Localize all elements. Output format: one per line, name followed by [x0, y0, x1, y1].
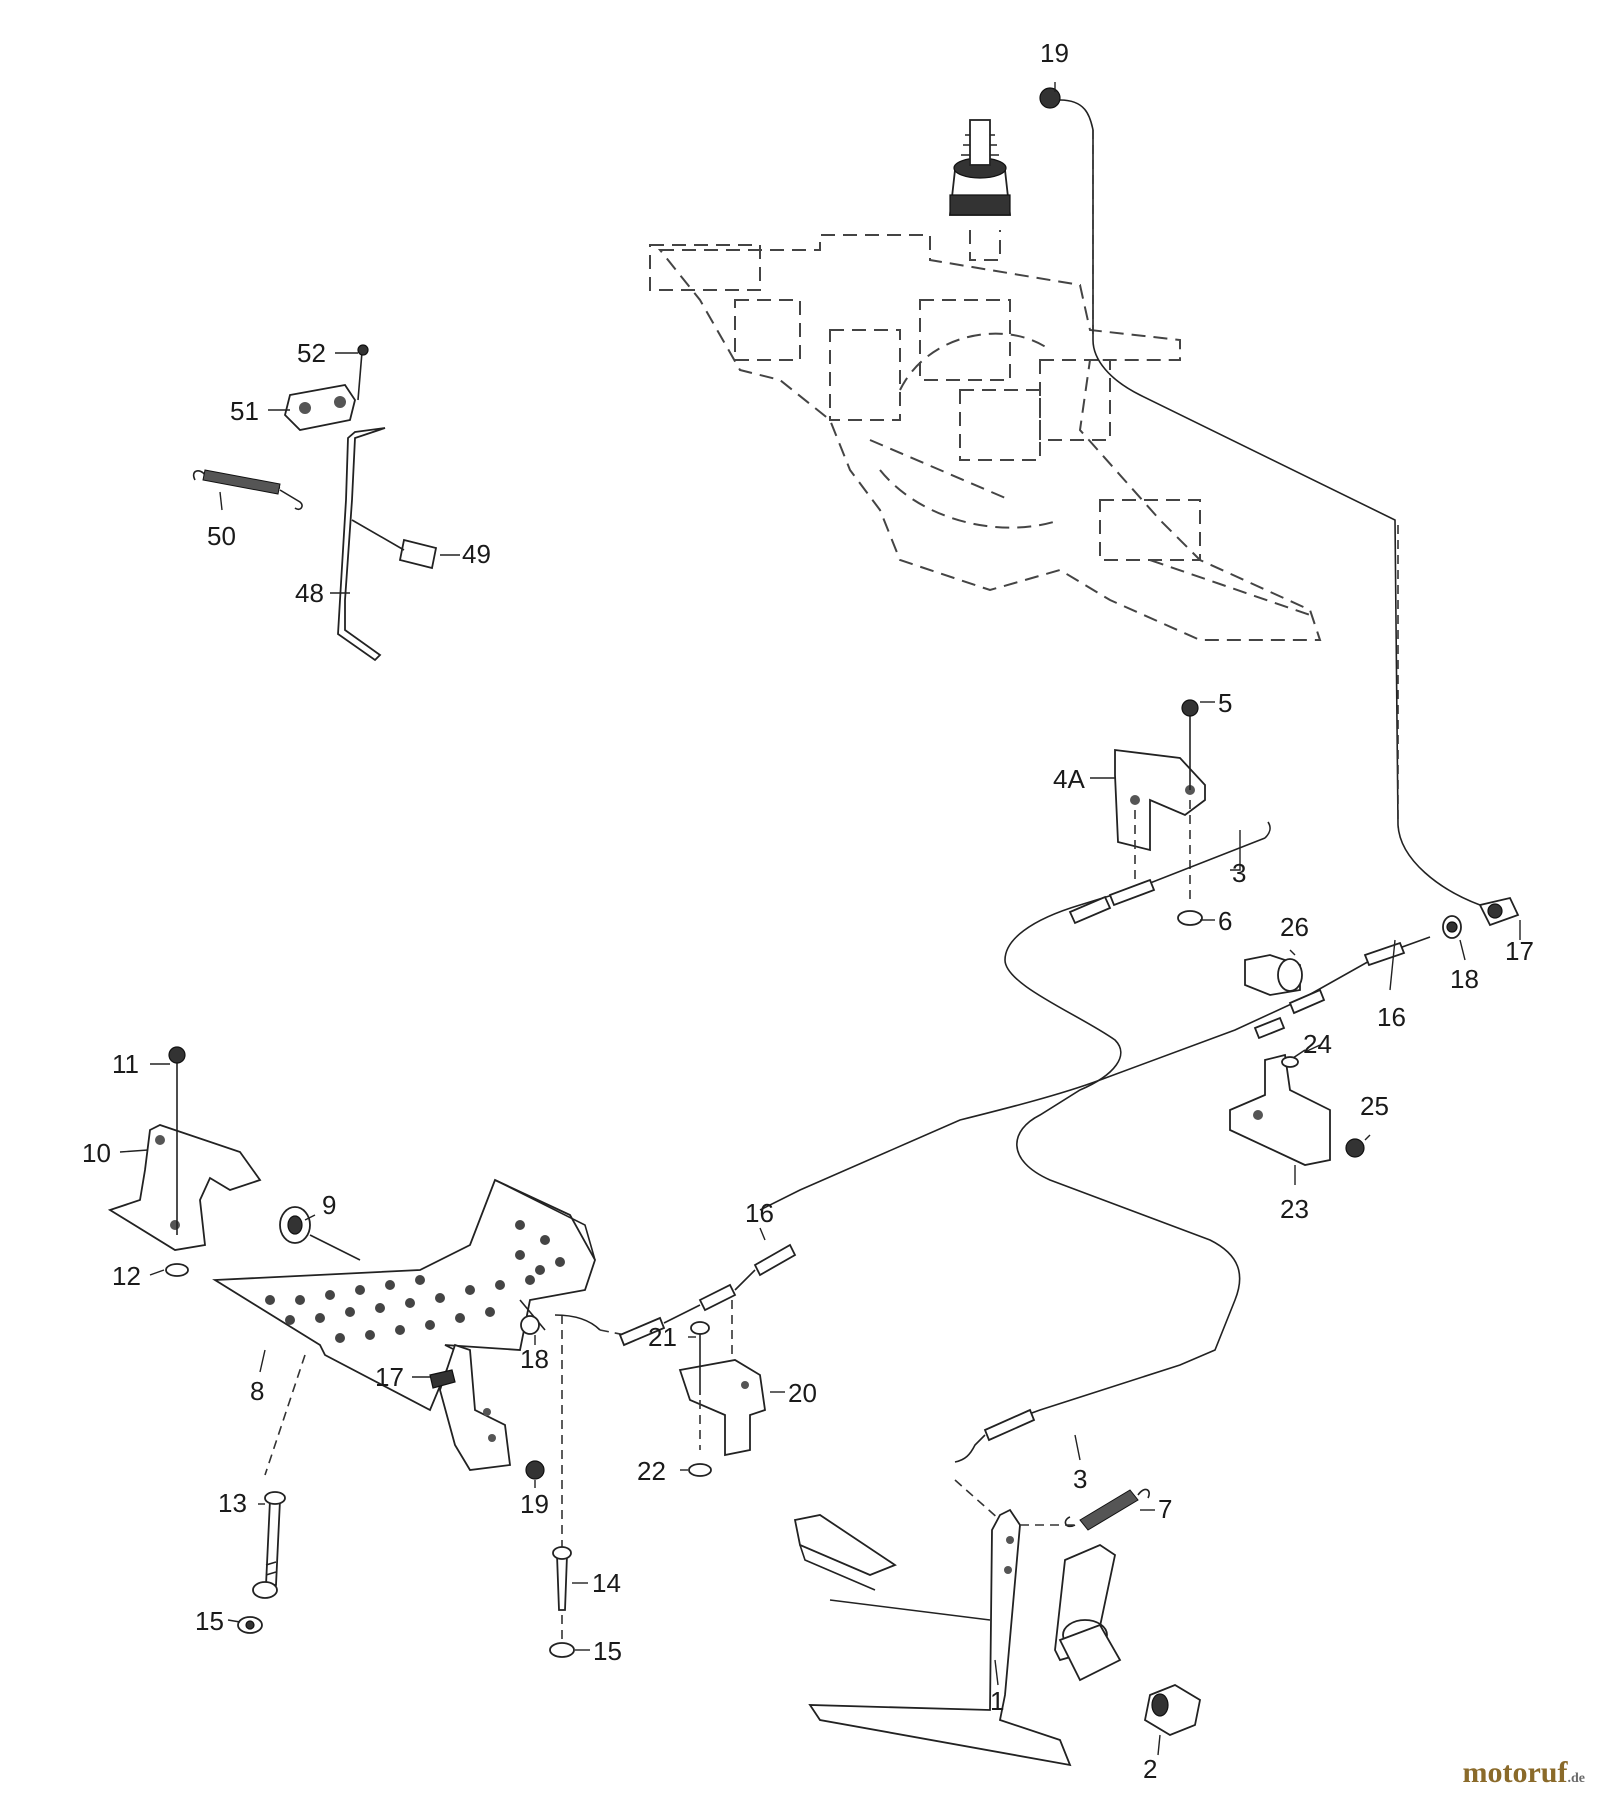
- label-21: 21: [648, 1322, 677, 1352]
- label-19-top: 19: [1040, 38, 1069, 68]
- label-51: 51: [230, 396, 259, 426]
- left-plates: [107, 1046, 626, 1658]
- label-6: 6: [1218, 906, 1232, 936]
- label-5: 5: [1218, 688, 1232, 718]
- label-11: 11: [112, 1049, 139, 1079]
- label-26: 26: [1280, 912, 1309, 942]
- label-49: 49: [462, 539, 491, 569]
- label-17-right: 17: [1505, 936, 1534, 966]
- pedal-1: [793, 1508, 1122, 1767]
- watermark-text: motoruf: [1462, 1756, 1568, 1789]
- label-50: 50: [207, 521, 236, 551]
- label-19-lower: 19: [520, 1489, 549, 1519]
- label-1: 1: [990, 1686, 1004, 1716]
- part-labels: 19 52 51 50 49 48 5 4A 3 6 26 17 18 16 2…: [82, 38, 1534, 1784]
- label-17-left: 17: [375, 1362, 404, 1392]
- label-16-mid: 16: [745, 1198, 774, 1228]
- label-3-top: 3: [1232, 858, 1246, 888]
- label-48: 48: [295, 578, 324, 608]
- bracket-4a: [1114, 699, 1206, 926]
- label-23: 23: [1280, 1194, 1309, 1224]
- label-3-lower: 3: [1073, 1464, 1087, 1494]
- label-12: 12: [112, 1261, 141, 1291]
- label-18-left: 18: [520, 1344, 549, 1374]
- label-4a: 4A: [1053, 764, 1085, 794]
- label-22: 22: [637, 1456, 666, 1486]
- watermark-logo: motoruf.de: [1463, 1756, 1585, 1790]
- label-52: 52: [297, 338, 326, 368]
- leader-lines: [119, 82, 1521, 1756]
- shift-rod-assembly: [192, 344, 438, 662]
- watermark-suffix: .de: [1567, 1771, 1586, 1786]
- label-24: 24: [1303, 1029, 1332, 1059]
- label-13: 13: [218, 1488, 247, 1518]
- label-14: 14: [592, 1568, 621, 1598]
- label-2: 2: [1143, 1754, 1157, 1784]
- label-10: 10: [82, 1138, 111, 1168]
- label-20: 20: [788, 1378, 817, 1408]
- label-15-right: 15: [593, 1636, 622, 1666]
- label-8: 8: [250, 1376, 264, 1406]
- label-18-right: 18: [1450, 964, 1479, 994]
- label-25: 25: [1360, 1091, 1389, 1121]
- label-9: 9: [322, 1190, 336, 1220]
- label-15-left: 15: [195, 1606, 224, 1636]
- label-7: 7: [1158, 1494, 1172, 1524]
- label-16-right: 16: [1377, 1002, 1406, 1032]
- transmission-ghost: [649, 119, 1322, 641]
